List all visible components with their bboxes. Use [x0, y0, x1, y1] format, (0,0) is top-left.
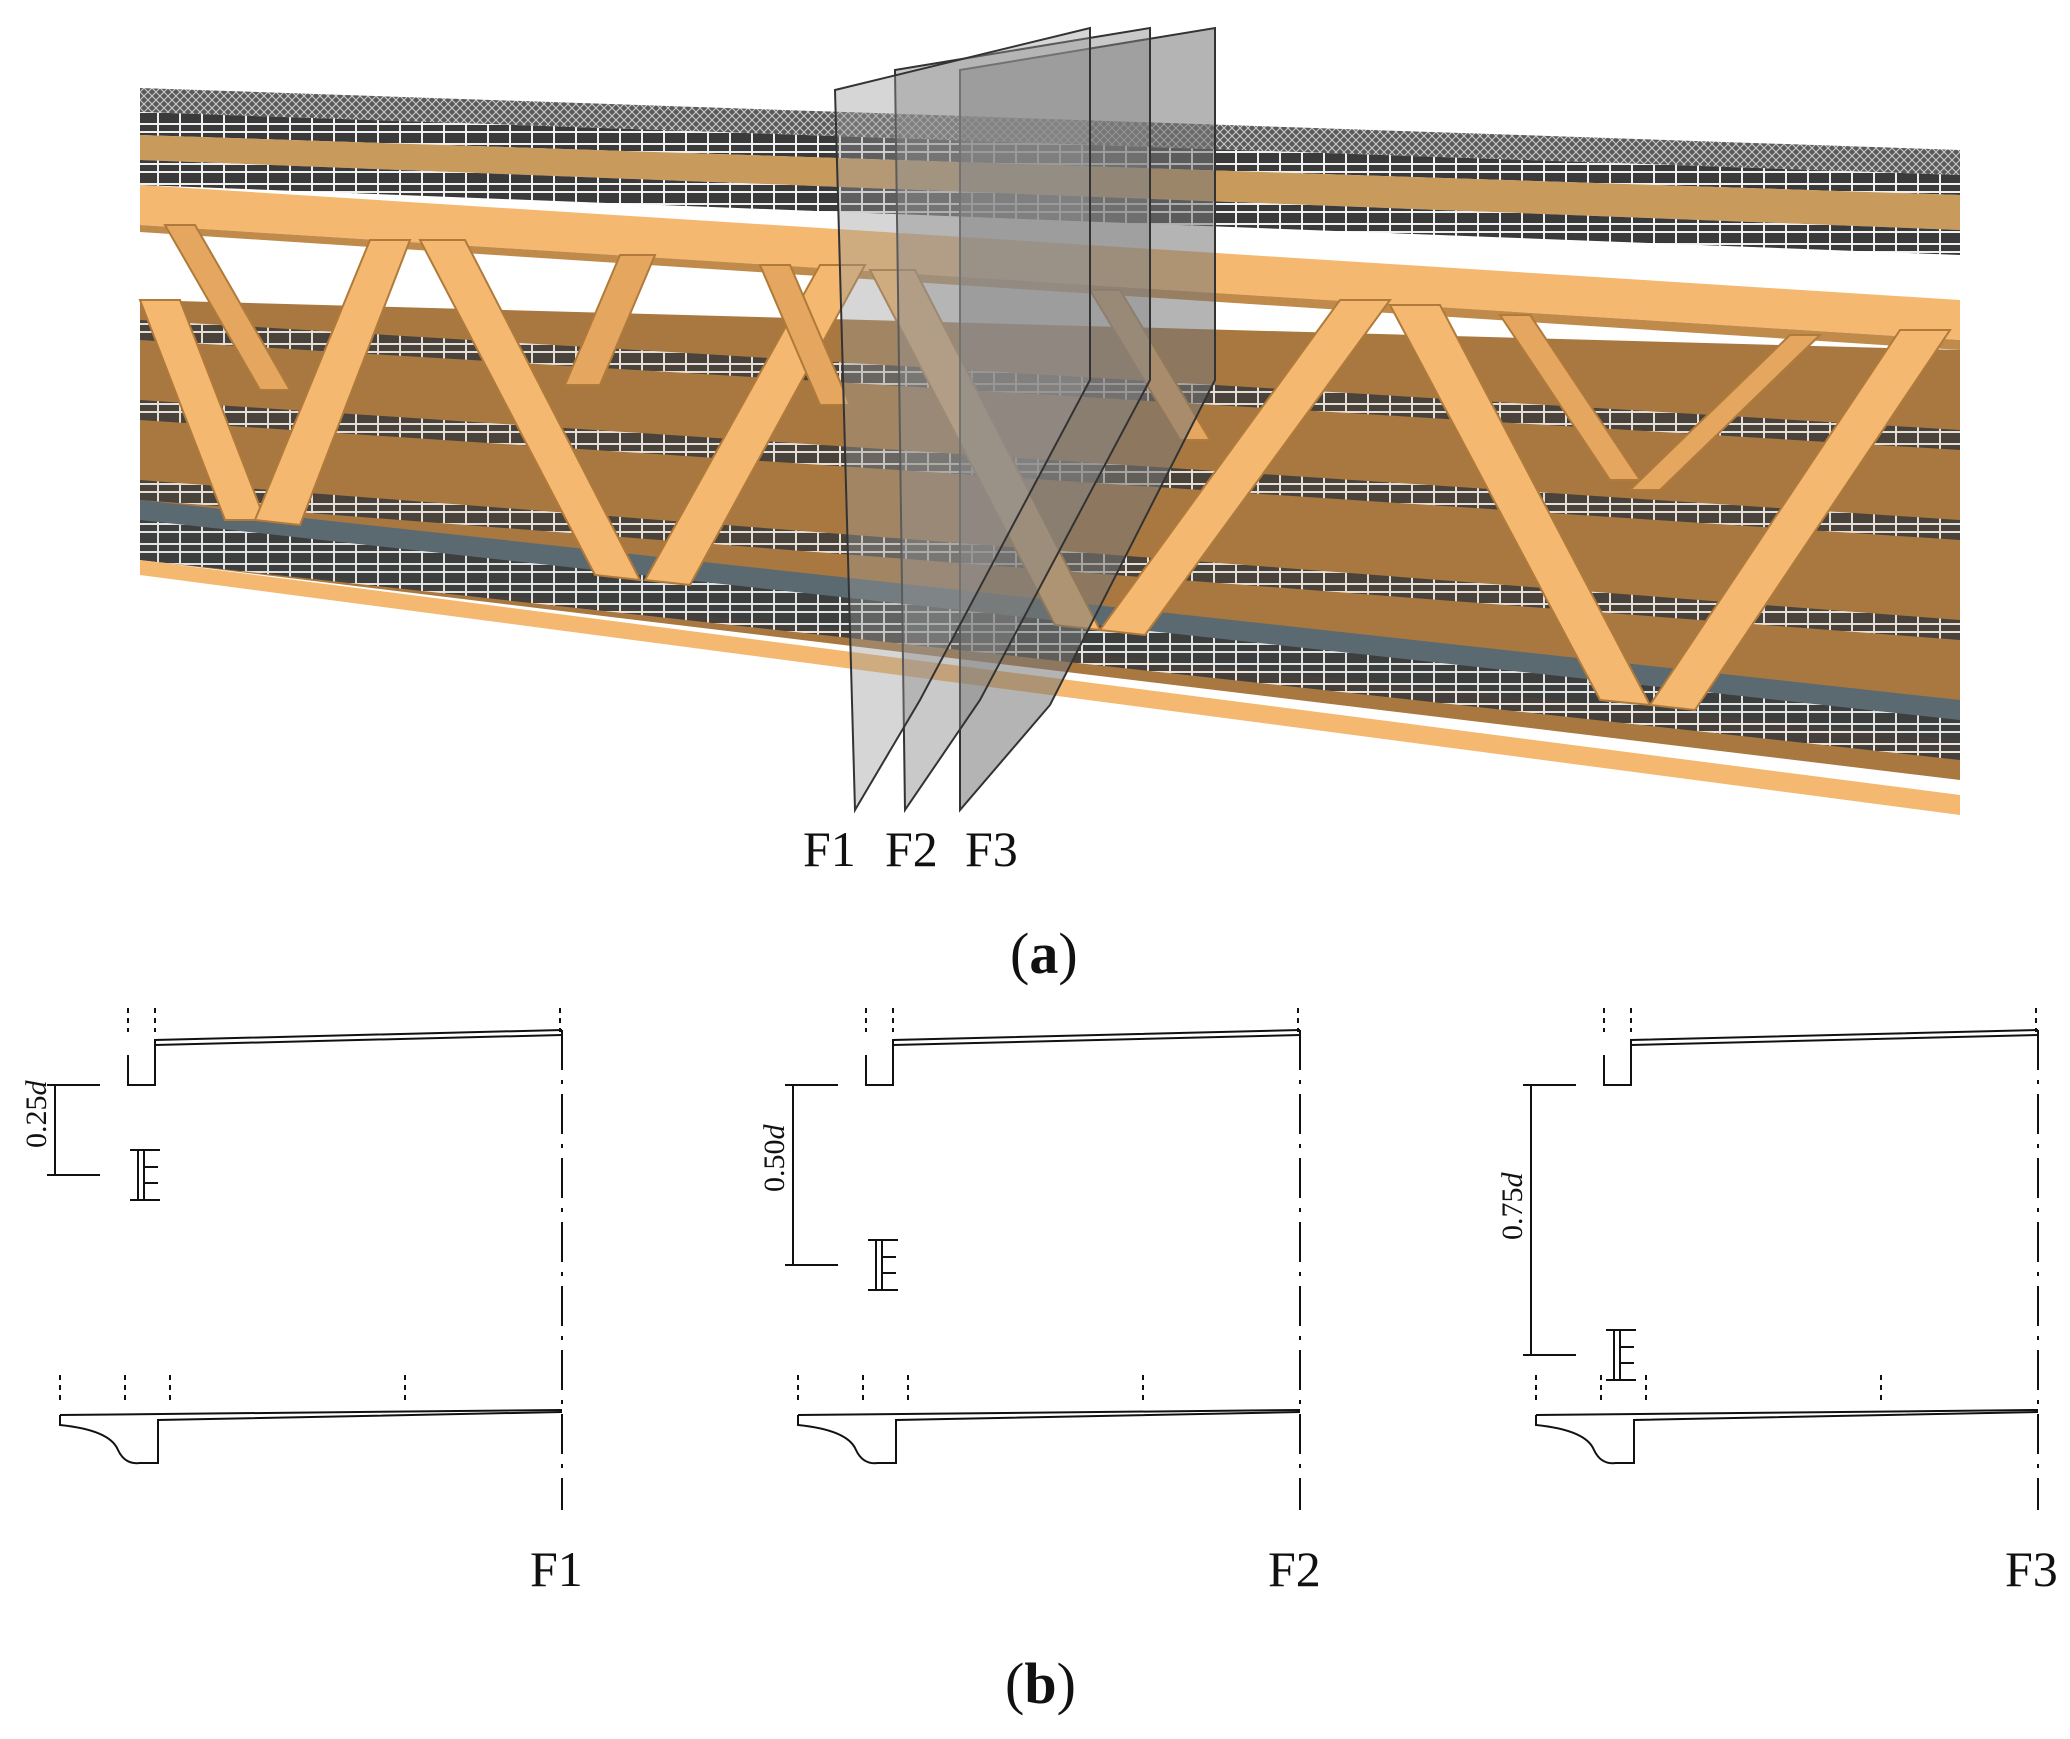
caption-a: (a): [1010, 920, 1078, 987]
caption-b-letter: b: [1024, 1651, 1057, 1716]
top-deck-outline: [1603, 1029, 2039, 1086]
bottom-deck-outline: [59, 1411, 563, 1465]
top-deck-outline: [127, 1029, 563, 1086]
dimension-label-f2: 0.50d: [758, 1125, 792, 1193]
section-label-f1: F1: [530, 1541, 583, 1597]
top-deck-line: [892, 1034, 1301, 1046]
i-beam-section: [1606, 1329, 1636, 1381]
bottom-deck-outline: [1535, 1411, 2039, 1465]
section-planes: [833, 26, 1216, 814]
i-beam-section: [868, 1239, 898, 1291]
bottom-deck-line: [797, 1409, 1301, 1416]
caption-b-open: (: [1005, 1651, 1025, 1716]
dimension-var-f2: d: [758, 1124, 791, 1140]
top-deck-line: [154, 1034, 563, 1046]
section-f3: [1523, 1008, 2039, 1510]
caption-a-open: (: [1010, 921, 1030, 986]
plane-f1: [833, 26, 1091, 814]
dimension-label-f3: 0.75d: [1496, 1173, 1530, 1241]
top-deck-outline: [865, 1029, 1301, 1086]
plane-f2: [893, 26, 1151, 814]
section-label-f2: F2: [1268, 1541, 1321, 1597]
plane-label-f1: F1: [803, 821, 856, 877]
dimension-var-f3: d: [1496, 1172, 1529, 1188]
caption-b: (b): [1005, 1650, 1076, 1717]
caption-b-close: ): [1056, 1651, 1076, 1716]
caption-a-close: ): [1058, 921, 1078, 986]
dimension-value-f3: 0.75: [1496, 1187, 1529, 1241]
bottom-deck-line: [59, 1409, 563, 1416]
far-truss-diagonals: [163, 224, 1823, 491]
plane-f3: [959, 26, 1216, 813]
bottom-deck-outline: [797, 1411, 1301, 1465]
i-beam-section: [130, 1149, 160, 1201]
dimension-label-f1: 0.25d: [20, 1081, 54, 1149]
caption-a-letter: a: [1029, 921, 1059, 986]
plane-label-f2: F2: [885, 821, 938, 877]
section-f1: [47, 1008, 563, 1510]
dimension-var-f1: d: [20, 1080, 53, 1096]
section-f2: [785, 1008, 1301, 1510]
section-label-f3: F3: [2005, 1541, 2058, 1597]
section-drawings: [47, 1008, 2039, 1510]
plane-label-f3: F3: [965, 821, 1018, 877]
dimension-value-f1: 0.25: [20, 1095, 53, 1149]
bottom-deck-line: [1535, 1409, 2039, 1416]
top-deck-line: [1630, 1034, 2039, 1046]
dimension-value-f2: 0.50: [758, 1139, 791, 1193]
